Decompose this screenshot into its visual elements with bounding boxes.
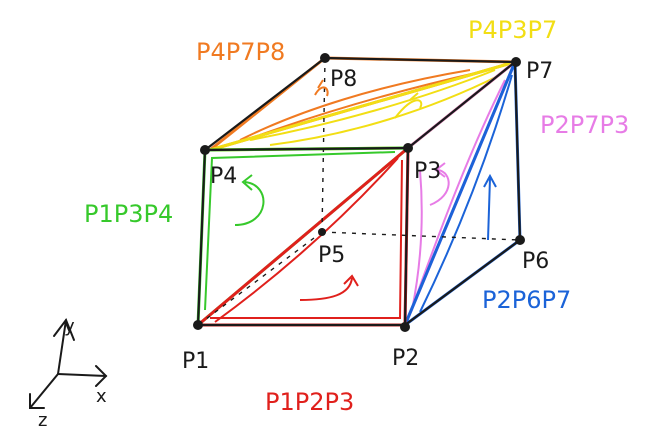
vertex-dots	[193, 53, 525, 332]
triangle-label-p2p6p7: P2P6P7	[482, 286, 571, 314]
triangle-label-p4p3p7: P4P3P7	[468, 16, 557, 44]
vertex-p2-dot	[400, 322, 410, 332]
orientation-arrow-p4p7p8	[314, 79, 329, 97]
triangle-p1p3p4-hatch	[204, 151, 396, 311]
axis-x-line	[57, 373, 107, 377]
vertex-label-p6: P6	[522, 249, 549, 274]
triangle-label-p2p7p3: P2P7P3	[540, 111, 629, 139]
orientation-arrow-p2p6p7	[483, 173, 497, 241]
axis-label-z: z	[38, 410, 47, 431]
triangle-p4p3p7-outline	[208, 60, 517, 152]
axis-y-arrowhead	[53, 317, 75, 341]
vertex-label-p8: P8	[330, 67, 357, 92]
orientation-arrow-p4p3p7	[394, 92, 423, 119]
cube-hidden-edges	[197, 57, 521, 326]
vertex-label-p7: P7	[526, 59, 553, 84]
axis-x-arrowhead	[95, 365, 108, 387]
triangle-label-p1p2p3: P1P2P3	[265, 388, 354, 416]
orientation-arrow-p1p3p4	[234, 174, 265, 226]
axis-y-line	[57, 319, 67, 375]
triangle-p4p3p7-hatch	[249, 69, 501, 146]
vertex-p6-dot	[515, 235, 525, 245]
vertex-p5-dot	[318, 228, 326, 236]
triangle-p2p6p7-hatch	[419, 74, 513, 313]
axis-label-x: x	[96, 386, 107, 407]
axis-indicator	[29, 317, 108, 409]
triangle-label-p4p7p8: P4P7P8	[196, 38, 285, 66]
cube-edges	[196, 56, 522, 327]
vertex-p8-dot	[320, 53, 330, 63]
triangle-p1p2p3-hatch	[210, 157, 403, 323]
vertex-p3-dot	[403, 143, 413, 153]
orientation-arrow-p1p2p3	[299, 274, 359, 301]
vertex-p4-dot	[200, 145, 210, 155]
vertex-label-p3: P3	[414, 159, 441, 184]
vertex-p7-dot	[511, 57, 521, 67]
triangle-p2p7p3-hatch	[411, 79, 506, 311]
axis-label-y: y	[64, 316, 75, 337]
axis-z-line	[29, 373, 59, 409]
vertex-label-p1: P1	[182, 349, 209, 374]
triangle-label-p1p3p4: P1P3P4	[84, 200, 173, 228]
triangle-p4p7p8-hatch	[239, 69, 481, 141]
axis-z-arrowhead	[29, 393, 45, 409]
vertex-label-p5: P5	[318, 243, 345, 268]
orientation-arrow-p2p7p3	[429, 162, 450, 206]
vertex-label-p4: P4	[210, 164, 237, 189]
vertex-label-p2: P2	[392, 346, 419, 371]
vertex-p1-dot	[193, 320, 203, 330]
